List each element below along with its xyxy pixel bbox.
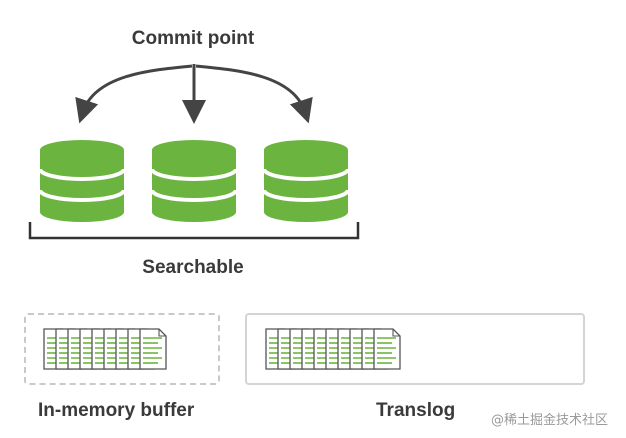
arrow-down-icon [75,64,193,124]
searchable-label: Searchable [142,257,244,278]
translog-box [245,313,585,385]
database-cylinder-icon [150,140,238,222]
translog-documents [265,328,401,370]
watermark-text: @稀土掘金技术社区 [490,413,608,428]
in-memory-buffer-label: In-memory buffer [38,400,195,421]
document-page-icon [139,328,167,370]
translog-label: Translog [376,400,456,421]
database-cylinder-icon [38,140,126,222]
in-memory-buffer-box [24,313,220,385]
commit-arrows [75,64,313,124]
arrow-down-icon [195,64,313,124]
searchable-segments [38,140,350,222]
commit-point-label: Commit point [131,28,255,49]
document-page-icon [373,328,401,370]
searchable-bracket [28,222,360,240]
database-cylinder-icon [262,140,350,222]
in-memory-buffer-documents [43,328,167,370]
